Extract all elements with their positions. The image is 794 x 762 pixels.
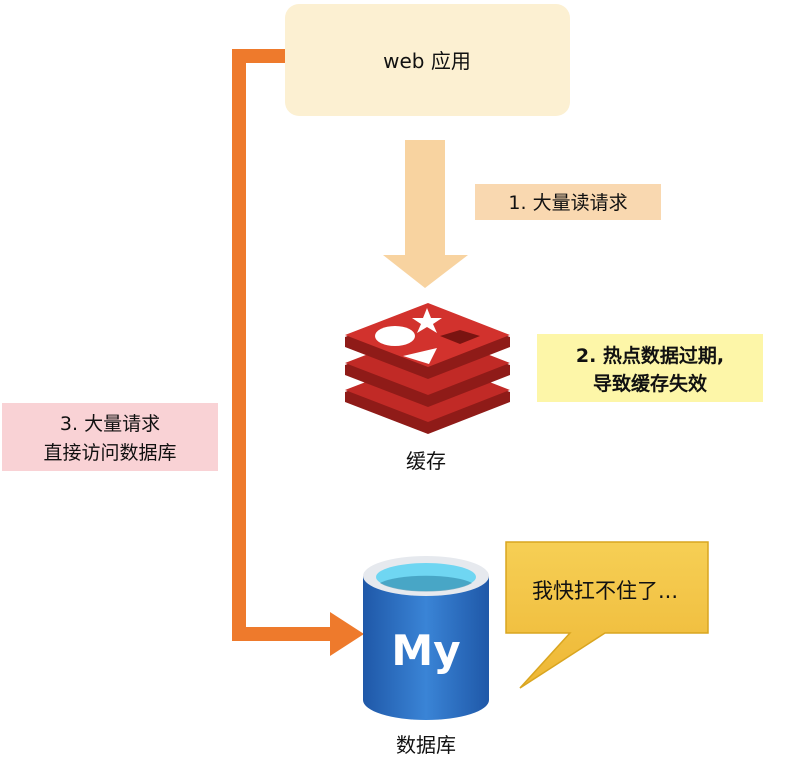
step2-label-box: 2. 热点数据过期, 导致缓存失效	[537, 334, 763, 402]
read-request-arrow	[383, 140, 468, 288]
redis-icon	[345, 303, 510, 434]
mysql-database-icon: My	[363, 556, 489, 720]
mysql-icon-text: My	[391, 626, 460, 675]
step3-line2: 直接访问数据库	[43, 442, 176, 464]
step3-line1: 3. 大量请求	[60, 413, 160, 435]
web-app-label: web 应用	[383, 49, 471, 73]
speech-bubble: 我快扛不住了...	[505, 541, 709, 689]
speech-text: 我快扛不住了...	[532, 579, 678, 603]
step3-label-box: 3. 大量请求 直接访问数据库	[2, 403, 218, 471]
step2-line1: 2. 热点数据过期,	[576, 344, 724, 367]
direct-db-arrow	[232, 49, 364, 656]
database-label: 数据库	[396, 733, 456, 757]
cache-label: 缓存	[406, 449, 446, 473]
step1-label-box: 1. 大量读请求	[475, 184, 661, 220]
step2-line2: 导致缓存失效	[593, 372, 707, 395]
step1-label: 1. 大量读请求	[508, 192, 627, 214]
web-app-node: web 应用	[285, 4, 570, 116]
